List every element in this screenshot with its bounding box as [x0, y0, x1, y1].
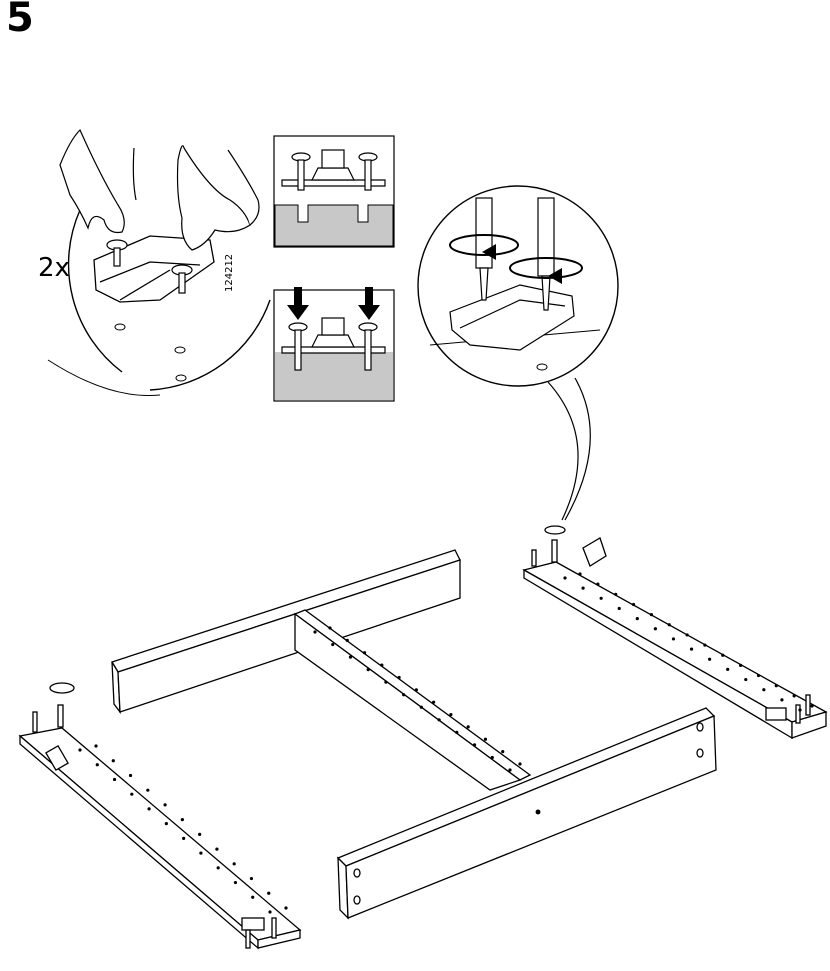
- shelf-pin-hole: [163, 803, 166, 806]
- shelf-pin-hole: [349, 655, 352, 658]
- shelf-pin-hole: [578, 572, 581, 575]
- shelf-pin-hole: [199, 851, 202, 854]
- hands: [60, 130, 259, 250]
- shelf-pin-hole: [508, 768, 511, 771]
- shelf-pin-hole: [198, 833, 201, 836]
- screwdriver-detail-circle: [418, 186, 618, 520]
- shelf-pin-hole: [563, 576, 566, 579]
- shelf-pin-hole: [146, 789, 149, 792]
- quantity-label: 2x: [38, 253, 70, 283]
- shelf-pin-hole: [233, 862, 236, 865]
- shelf-pin-hole: [614, 593, 617, 596]
- shelf-pin-hole: [650, 613, 653, 616]
- shelf-pin-hole: [250, 877, 253, 880]
- shelf-pin-hole: [268, 910, 271, 913]
- shelf-pin-hole: [690, 647, 693, 650]
- shelf-pin-hole: [397, 676, 400, 679]
- shelf-pin-hole: [596, 583, 599, 586]
- inset-before: [274, 136, 394, 247]
- shelf-pin-hole: [432, 701, 435, 704]
- shelf-pin-hole: [367, 668, 370, 671]
- shelf-pin-hole: [313, 630, 316, 633]
- shelf-pin-hole: [328, 626, 331, 629]
- left-side-panel: [20, 683, 300, 948]
- shelf-pin-hole: [78, 748, 81, 751]
- shelf-pin-hole: [632, 603, 635, 606]
- shelf-pin-hole: [363, 651, 366, 654]
- shelf-pin-hole: [581, 587, 584, 590]
- shelf-pin-hole: [234, 881, 237, 884]
- shelf-pin-hole: [147, 807, 150, 810]
- shelf-pin-hole: [437, 718, 440, 721]
- shelf-pin-hole: [672, 637, 675, 640]
- shelf-pin-hole: [182, 837, 185, 840]
- shelf-pin-hole: [757, 674, 760, 677]
- shelf-pin-hole: [165, 822, 168, 825]
- shelf-pin-hole: [721, 654, 724, 657]
- shelf-pin-hole: [798, 708, 801, 711]
- shelf-pin-hole: [415, 688, 418, 691]
- shelf-pin-hole: [96, 763, 99, 766]
- shelf-pin-hole: [420, 706, 423, 709]
- shelf-pin-hole: [484, 738, 487, 741]
- shelf-pin-hole: [762, 688, 765, 691]
- shelf-pin-hole: [449, 713, 452, 716]
- shelf-pin-hole: [467, 725, 470, 728]
- shelf-pin-hole: [793, 694, 796, 697]
- shelf-pin-hole: [129, 774, 132, 777]
- shelf-pin-hole: [402, 693, 405, 696]
- shelf-pin-hole: [455, 731, 458, 734]
- shelf-pin-hole: [654, 627, 657, 630]
- shelf-pin-hole: [346, 639, 349, 642]
- right-side-panel: [524, 526, 826, 738]
- part-number-label: 124212: [224, 254, 235, 292]
- shelf-pin-hole: [215, 847, 218, 850]
- shelf-pin-hole: [94, 744, 97, 747]
- center-divider: [295, 610, 530, 790]
- shelf-pin-hole: [473, 743, 476, 746]
- front-rail: [338, 708, 716, 918]
- shelf-pin-hole: [217, 866, 220, 869]
- shelf-pin-hole: [668, 623, 671, 626]
- hand-detail-circle: 2x 124212: [38, 130, 270, 396]
- shelf-pin-hole: [251, 896, 254, 899]
- shelf-pin-hole: [744, 678, 747, 681]
- shelf-pin-hole: [810, 704, 813, 707]
- shelf-pin-hole: [618, 607, 621, 610]
- shelf-pin-hole: [331, 643, 334, 646]
- shelf-pin-hole: [780, 698, 783, 701]
- shelf-pin-hole: [518, 762, 521, 765]
- inset-after: [274, 287, 394, 401]
- shelf-pin-hole: [703, 643, 706, 646]
- shelf-pin-hole: [501, 750, 504, 753]
- shelf-pin-hole: [491, 756, 494, 759]
- shelf-pin-hole: [113, 778, 116, 781]
- shelf-pin-hole: [775, 684, 778, 687]
- shelf-pin-hole: [708, 658, 711, 661]
- shelf-pin-hole: [600, 597, 603, 600]
- shelf-pin-hole: [130, 793, 133, 796]
- shelf-pin-hole: [380, 663, 383, 666]
- shelf-pin-hole: [384, 681, 387, 684]
- shelf-pin-hole: [739, 664, 742, 667]
- shelf-pin-hole: [636, 617, 639, 620]
- shelf-pin-hole: [267, 892, 270, 895]
- shelf-pin-hole: [112, 759, 115, 762]
- shelf-pin-hole: [284, 906, 287, 909]
- shelf-pin-hole: [726, 668, 729, 671]
- shelf-pin-hole: [181, 818, 184, 821]
- shelf-pin-hole: [685, 633, 688, 636]
